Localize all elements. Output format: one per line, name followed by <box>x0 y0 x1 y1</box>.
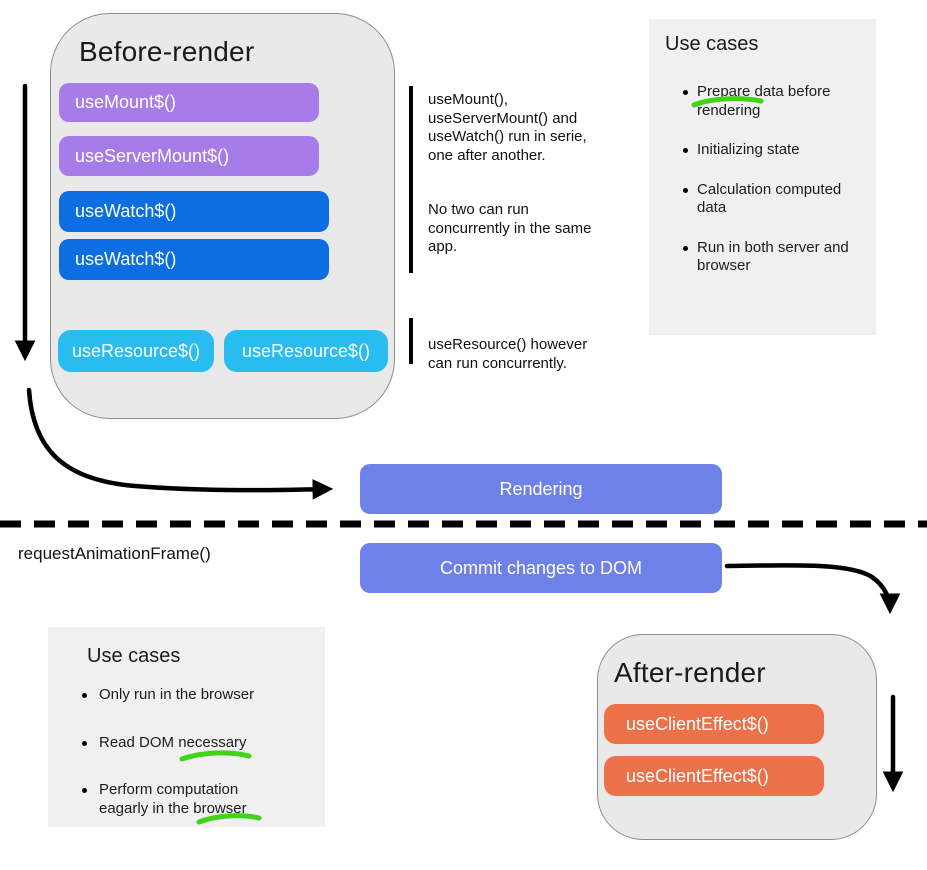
bullet-icon <box>82 788 87 793</box>
hook-pill-usemount: useMount$() <box>59 83 319 122</box>
commit-dom-step: Commit changes to DOM <box>360 543 722 593</box>
bullet-icon <box>82 693 87 698</box>
list-item-text: Read DOM necessary <box>99 733 247 751</box>
bullet-icon <box>683 187 688 193</box>
hook-pill-useclienteffect-2: useClientEffect$() <box>604 756 824 796</box>
use-cases-before-title: Use cases <box>665 33 759 55</box>
list-item: Prepare data before rendering <box>683 83 859 120</box>
hook-pill-useresource-2: useResource$() <box>224 330 388 372</box>
note-serial-execution: useMount(), useServerMount() and useWatc… <box>428 91 587 164</box>
note-no-concurrency: No two can run concurrently in the same … <box>428 201 592 255</box>
bullet-icon <box>82 740 87 746</box>
list-item-text: Only run in the browser <box>99 686 255 703</box>
bullet-icon <box>683 90 688 95</box>
after-render-group: After-render useClientEffect$() useClien… <box>597 634 877 840</box>
use-cases-panel-after: Use cases Only run in the browser Read D… <box>48 627 325 827</box>
hook-pill-usewatch-1: useWatch$() <box>59 191 329 232</box>
use-cases-after-title: Use cases <box>87 645 181 667</box>
list-item: Read DOM necessary <box>82 734 277 753</box>
use-cases-before-list: Prepare data before rendering Initializi… <box>683 83 859 297</box>
rendering-step: Rendering <box>360 464 722 514</box>
raf-label: requestAnimationFrame() <box>18 544 211 563</box>
arrow-commit-to-after-icon <box>724 563 901 615</box>
bullet-icon <box>683 148 688 153</box>
use-cases-panel-before: Use cases Prepare data before rendering … <box>649 19 876 335</box>
hook-pill-useservermount: useServerMount$() <box>59 136 319 176</box>
list-item-text: Run in both server and browser <box>697 238 849 275</box>
hook-pill-useresource-1: useResource$() <box>58 330 214 372</box>
list-item: Only run in the browser <box>82 686 277 705</box>
after-render-title: After-render <box>614 657 766 688</box>
list-item: Calculation computed data <box>683 181 859 218</box>
note-resource-concurrent: useResource() however can run concurrent… <box>428 336 588 372</box>
list-item-text: Perform computation eagarly in the brows… <box>99 781 247 817</box>
list-item-text: Initializing state <box>697 141 800 158</box>
hook-pill-usewatch-2: useWatch$() <box>59 239 329 280</box>
list-item: Perform computation eagarly in the brows… <box>82 781 277 818</box>
hook-pill-useclienteffect-1: useClientEffect$() <box>604 704 824 744</box>
before-render-title: Before-render <box>79 36 255 67</box>
list-item-text: Prepare data before rendering <box>697 83 831 119</box>
list-item: Initializing state <box>683 141 859 160</box>
list-item: Run in both server and browser <box>683 239 859 276</box>
list-item-text: Calculation computed data <box>697 180 842 217</box>
use-cases-after-list: Only run in the browser Read DOM necessa… <box>82 686 277 847</box>
bullet-icon <box>683 245 688 251</box>
before-render-group: Before-render useMount$() useServerMount… <box>50 13 395 419</box>
